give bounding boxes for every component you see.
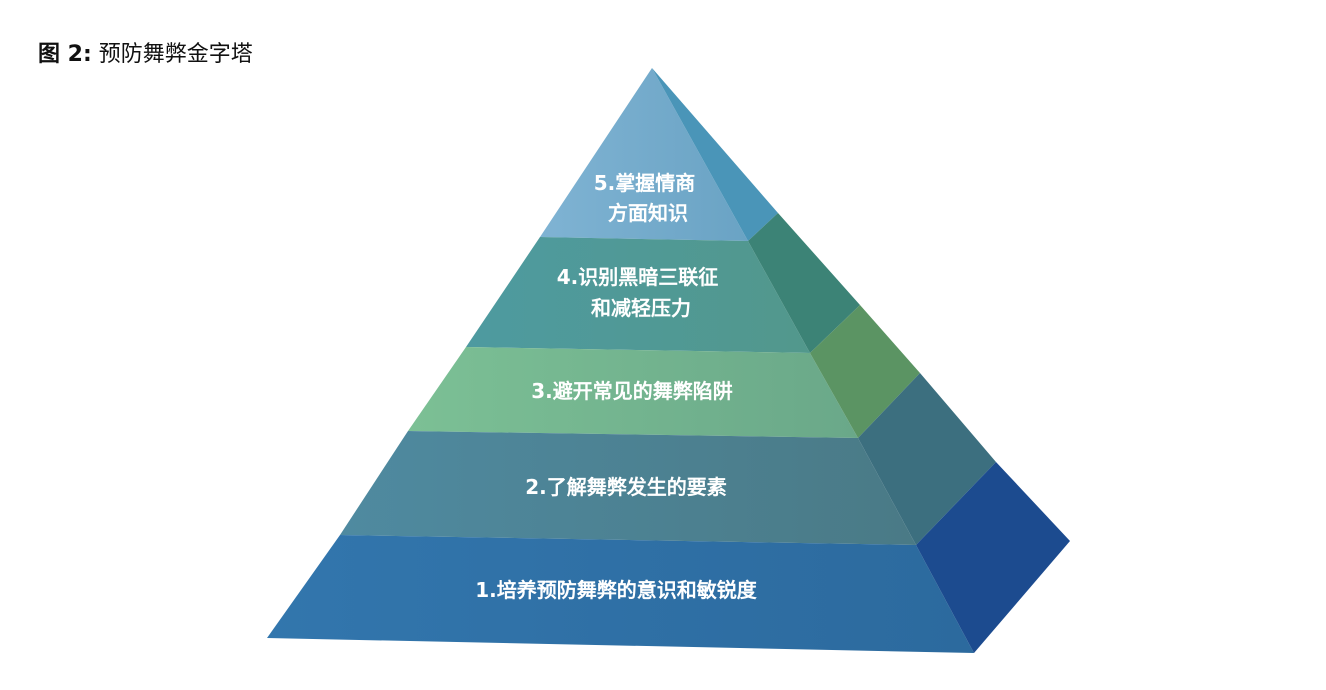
level-3-label: 3.避开常见的舞弊陷阱 [531,379,733,403]
level-4-front [466,237,810,353]
level-1-front [267,535,974,653]
level-5-label-line-2: 方面知识 [608,201,688,225]
level-3-front [408,347,858,438]
level-5-front [540,68,748,241]
level-4-label: 4.识别黑暗三联征 和减轻压力 [557,265,725,320]
pyramid-level-4 [466,213,860,353]
pyramid-level-2 [340,373,996,545]
level-1-label: 1.培养预防舞弊的意识和敏锐度 [475,578,758,602]
level-4-label-line-2: 和减轻压力 [591,296,691,320]
level-2-label-line-1: 2.了解舞弊发生的要素 [525,475,727,499]
level-1-side [916,462,1070,653]
pyramid-level-3 [408,305,920,438]
level-2-front [340,431,916,545]
figure-title-text: 预防舞弊金字塔 [98,42,253,67]
level-3-side [810,305,920,438]
level-2-side [858,373,996,545]
level-5-label-line-1: 5.掌握情商 [594,171,696,195]
pyramid-level-1 [267,462,1070,653]
level-5-side [652,68,778,241]
level-4-side [748,213,860,353]
figure-title: 图 2: 预防舞弊金字塔 [38,36,253,68]
level-1-label-line-1: 1.培养预防舞弊的意识和敏锐度 [475,578,758,602]
level-4-label-line-1: 4.识别黑暗三联征 [557,265,719,289]
level-2-label: 2.了解舞弊发生的要素 [525,475,727,499]
level-3-label-line-1: 3.避开常见的舞弊陷阱 [531,379,733,403]
pyramid-level-5 [540,68,778,241]
level-5-label: 5.掌握情商 方面知识 [594,171,702,225]
figure-label: 图 2: [38,42,92,67]
